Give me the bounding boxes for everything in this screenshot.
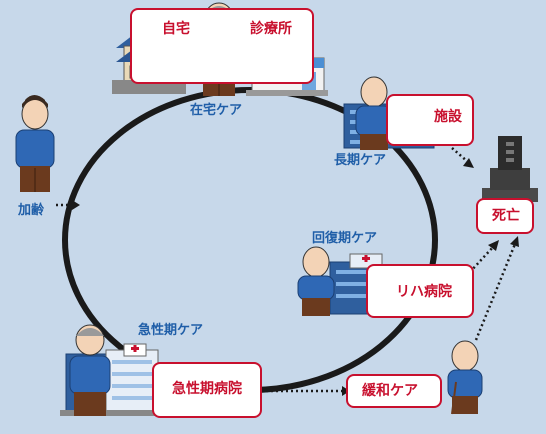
facility-label: 施設	[434, 109, 462, 125]
home-label: 自宅	[162, 21, 190, 37]
recovery-care-label: 回復期ケア	[312, 231, 378, 246]
elderly-person-icon	[447, 340, 483, 415]
home-clinic-box	[130, 8, 314, 84]
palliative-care-box	[346, 374, 442, 408]
elderly-person-icon	[297, 246, 335, 316]
rehab-hospital-label: リハ病院	[396, 284, 452, 300]
elderly-person-icon	[355, 76, 393, 150]
acute-care-label: 急性期ケア	[138, 323, 204, 338]
arrow-aging-to-cycle	[56, 200, 80, 210]
arrow-rehab-to-death	[469, 240, 499, 273]
acute-hospital-box	[152, 362, 262, 418]
clinic-label: 診療所	[250, 21, 292, 37]
home-care-label: 在宅ケア	[190, 103, 243, 118]
death-label: 死亡	[492, 208, 520, 224]
arrow-palliative-to-death	[474, 236, 519, 341]
long-term-care-label: 長期ケア	[334, 153, 387, 168]
palliative-care-label: 緩和ケア	[362, 383, 418, 399]
arrow-facility-to-death	[451, 147, 474, 168]
facility-box	[386, 94, 474, 146]
acute-hospital-label: 急性期病院	[172, 381, 242, 397]
elderly-person-icon	[69, 324, 111, 416]
death-box	[476, 198, 534, 234]
person-icon	[15, 95, 55, 192]
aging-label: 加齢	[18, 203, 45, 218]
gravestone-icon	[482, 136, 538, 202]
rehab-hospital-box	[366, 264, 474, 318]
